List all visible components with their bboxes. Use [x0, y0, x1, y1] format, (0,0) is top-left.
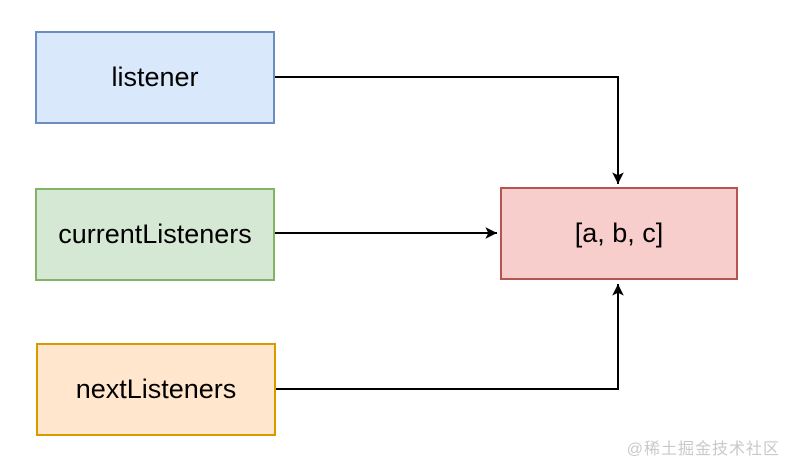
edge-nextlisteners-to-result: [276, 284, 624, 390]
edge-listener-to-result: [275, 76, 624, 184]
node-result-array-label: [a, b, c]: [574, 218, 664, 248]
node-next-listeners: nextListeners: [36, 343, 276, 436]
node-current-listeners-label: currentListeners: [58, 219, 252, 249]
watermark: @稀土掘金技术社区: [626, 441, 780, 458]
node-listener-label: listener: [111, 62, 199, 92]
node-result-array: [a, b, c]: [500, 187, 738, 280]
node-current-listeners: currentListeners: [35, 188, 275, 281]
node-next-listeners-label: nextListeners: [75, 374, 237, 404]
node-listener: listener: [35, 31, 275, 124]
